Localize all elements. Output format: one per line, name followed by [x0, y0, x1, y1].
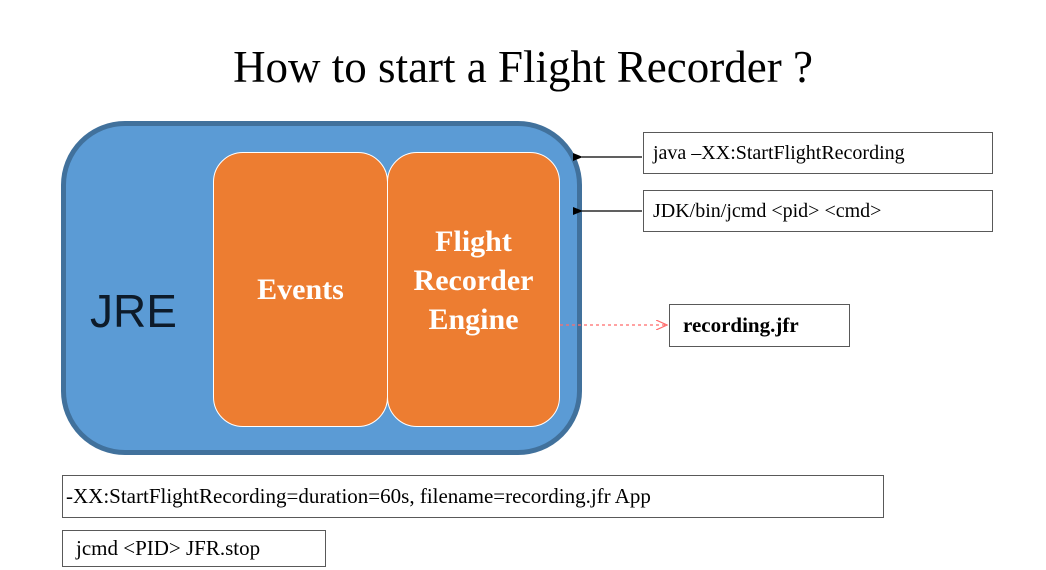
jcmd-command-text: JDK/bin/jcmd <pid> <cmd> — [653, 199, 882, 222]
engine-label-line-1: Flight — [435, 225, 512, 258]
jcmd-command-box: JDK/bin/jcmd <pid> <cmd> — [643, 190, 993, 232]
engine-label-line-3: Engine — [428, 303, 519, 336]
java-option-command-box: java –XX:StartFlightRecording — [643, 132, 993, 174]
engine-label: Flight Recorder Engine — [414, 222, 534, 339]
recording-file-box: recording.jfr — [669, 304, 850, 347]
slide-title: How to start a Flight Recorder ? — [233, 42, 813, 92]
jre-label: JRE — [90, 285, 177, 337]
java-option-command-text: java –XX:StartFlightRecording — [653, 141, 905, 164]
recording-file-text: recording.jfr — [683, 313, 799, 337]
start-recording-example-text: -XX:StartFlightRecording=duration=60s, f… — [66, 484, 651, 508]
events-box: Events — [213, 152, 388, 427]
flight-recorder-engine-box: Flight Recorder Engine — [387, 152, 560, 427]
start-recording-example-box: -XX:StartFlightRecording=duration=60s, f… — [62, 475, 884, 518]
stop-recording-example-box: jcmd <PID> JFR.stop — [62, 530, 326, 567]
stop-recording-example-text: jcmd <PID> JFR.stop — [76, 536, 261, 560]
events-label: Events — [257, 273, 344, 306]
engine-label-line-2: Recorder — [413, 264, 534, 297]
